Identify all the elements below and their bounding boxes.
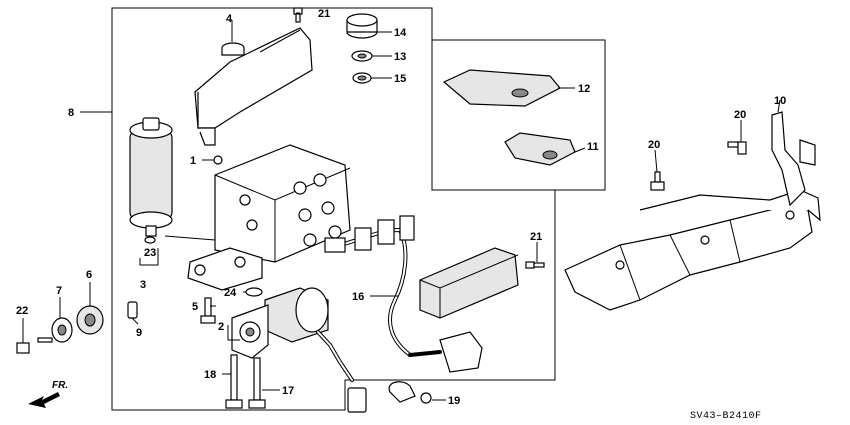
heat-shield	[442, 69, 561, 107]
bolt-18	[225, 354, 243, 409]
callout-17: 17	[282, 385, 294, 397]
pump-motor	[231, 287, 329, 359]
callout-22: 22	[16, 305, 28, 317]
leader-lines	[22, 12, 781, 401]
callout-13: 13	[394, 51, 406, 63]
callout-16: 16	[352, 291, 364, 303]
callout-20-right: 20	[734, 109, 746, 121]
cushion-6	[76, 305, 104, 335]
bolt-21-top	[293, 7, 303, 23]
inset-frame	[432, 39, 606, 191]
callout-14: 14	[394, 27, 407, 39]
callout-21-top: 21	[318, 8, 330, 20]
clip-19	[388, 381, 416, 403]
callout-3: 3	[140, 279, 146, 291]
diagram-code: SV43–B2410F	[690, 411, 762, 422]
wire-harness	[324, 215, 483, 373]
callout-11: 11	[587, 141, 599, 153]
reservoir-seal	[352, 72, 372, 84]
callout-9: 9	[136, 327, 142, 339]
bolt-21-right	[525, 261, 545, 269]
nut-22	[16, 342, 30, 354]
bolt-20-left	[650, 171, 665, 191]
callout-21-right: 21	[530, 231, 542, 243]
callout-10: 10	[774, 95, 786, 107]
bolt-20-right	[727, 141, 747, 155]
motor-connector	[347, 387, 367, 413]
abs-modulator-unit	[164, 144, 351, 291]
collar-9	[127, 301, 138, 319]
bolt-5	[200, 297, 216, 324]
assembly-frame	[111, 7, 556, 411]
cushion-7	[37, 317, 73, 343]
front-direction-arrow: FR.	[28, 380, 68, 408]
insulator	[504, 132, 576, 166]
washer-23	[144, 236, 156, 244]
callout-19: 19	[448, 395, 460, 407]
callout-4: 4	[226, 13, 233, 25]
callout-18: 18	[204, 369, 216, 381]
collar-24	[245, 287, 263, 297]
bolt-17	[248, 357, 266, 409]
callout-5: 5	[192, 301, 198, 313]
reservoir-cap	[346, 13, 378, 39]
accumulator	[129, 117, 173, 237]
reservoir-filter	[351, 50, 373, 62]
callout-23: 23	[144, 247, 156, 259]
callout-6: 6	[86, 269, 92, 281]
direction-label: FR.	[52, 380, 68, 391]
callout-15: 15	[394, 73, 406, 85]
reservoir-tank	[194, 27, 313, 146]
callout-2: 2	[218, 321, 224, 333]
callout-24: 24	[224, 287, 237, 299]
callout-8: 8	[68, 107, 74, 119]
washer-1	[213, 155, 223, 165]
callout-12: 12	[578, 83, 590, 95]
callout-20-left: 20	[648, 139, 660, 151]
callout-labels: 1 2 3 4 5 6 7 8 9 10 11 12 13 14 15 16 1…	[16, 8, 786, 407]
mounting-bracket	[564, 111, 821, 311]
callout-7: 7	[56, 285, 62, 297]
abs-control-unit	[419, 247, 519, 319]
callout-1: 1	[190, 155, 196, 167]
